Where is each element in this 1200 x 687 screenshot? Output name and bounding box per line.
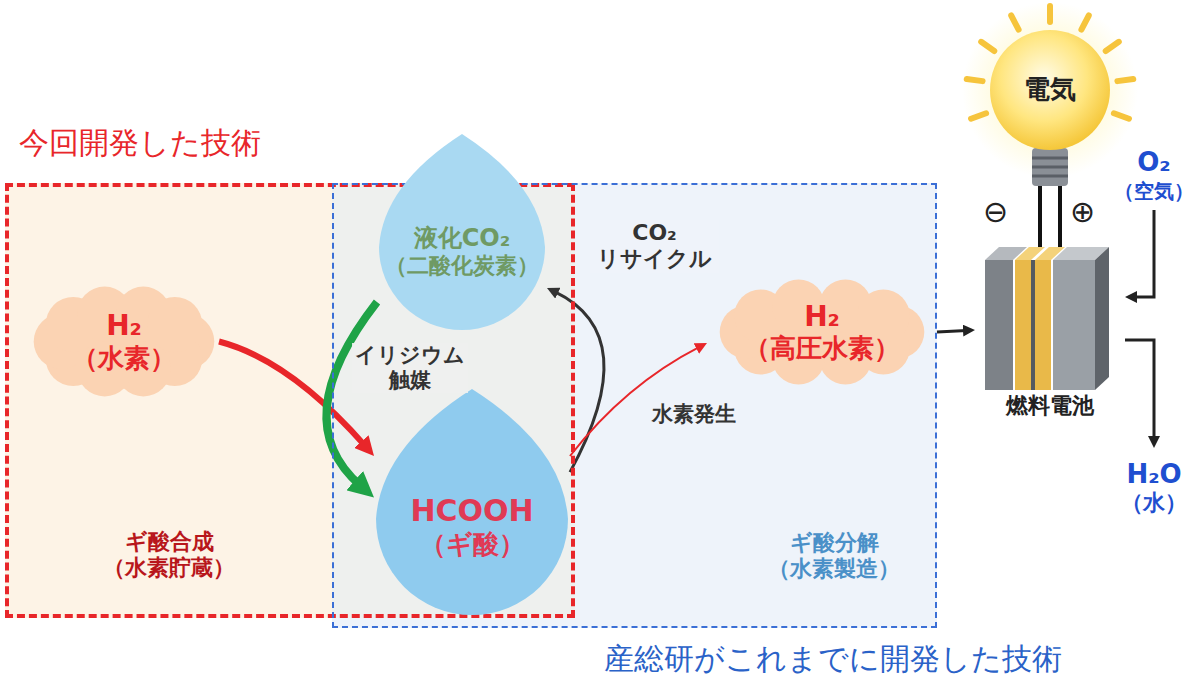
- bulb-ray: [1081, 15, 1088, 29]
- bulb-ray: [1011, 15, 1018, 29]
- bulb-node: 電気: [988, 28, 1112, 152]
- node-text: H₂: [106, 309, 142, 343]
- drop-node: HCOOH（ギ酸）: [374, 387, 570, 617]
- bulb-ray: [981, 42, 994, 51]
- node-text: 電気: [1024, 74, 1076, 105]
- cell-plate: [1015, 260, 1031, 390]
- node-text: HCOOH: [410, 493, 533, 529]
- connector: [326, 302, 377, 486]
- node-text: （水）: [1121, 490, 1187, 516]
- edge-label: イリジウム触媒: [352, 343, 468, 393]
- node-text: 産総研がこれまでに開発した技術: [604, 641, 1062, 677]
- bulb-base: [1032, 148, 1068, 186]
- bulb-glass: [990, 30, 1110, 150]
- region-fill: [332, 183, 937, 628]
- edge-label: 水素発生: [650, 402, 738, 427]
- node-text: O₂: [1137, 147, 1171, 178]
- text-node: O₂（空気）: [1108, 140, 1200, 210]
- cell-plate: [985, 260, 1013, 390]
- terminal-sign: ⊕: [1070, 194, 1095, 230]
- node-text: H₂: [804, 300, 840, 334]
- bulb-ray: [967, 79, 983, 81]
- node-text: （空気）: [1114, 179, 1194, 203]
- cloud-node: H₂（高圧水素）: [707, 277, 937, 387]
- node-text: H₂O: [1126, 459, 1181, 490]
- bulb-ray: [1114, 113, 1129, 118]
- bulb-ray: [971, 113, 986, 118]
- node-text: （ギ酸）: [420, 529, 525, 560]
- node-text: （高圧水素）: [744, 333, 900, 364]
- bulb-ray: [1047, 6, 1053, 22]
- fuel-cell: 燃料電池: [975, 225, 1125, 425]
- cell-plate: [1031, 260, 1035, 390]
- connector: [1040, 186, 1060, 247]
- drop-node: 液化CO₂（二酸化炭素）: [377, 132, 547, 332]
- connector: [1125, 340, 1154, 440]
- drop-outline: [379, 134, 545, 330]
- connector: [1133, 210, 1154, 297]
- text-node: H₂O（水）: [1112, 448, 1196, 528]
- node-text: （水素）: [72, 343, 176, 374]
- connector: [937, 330, 967, 332]
- node-text: 今回開発した技術: [19, 125, 261, 161]
- cell-plate: [1095, 247, 1109, 390]
- region-fill: [5, 183, 575, 618]
- bulb-thread: [1032, 158, 1068, 176]
- cloud-node: H₂（水素）: [29, 284, 219, 399]
- node-text: （二酸化炭素）: [385, 253, 539, 279]
- bulb-ray: [1106, 42, 1119, 51]
- node-text: 燃料電池: [975, 393, 1125, 419]
- node-text: 液化CO₂: [414, 224, 511, 253]
- cell-plate: [1035, 260, 1051, 390]
- terminal-sign: ⊖: [983, 194, 1008, 230]
- edge-label: CO₂ リサイクル: [590, 220, 719, 273]
- bulb-ray: [1117, 79, 1133, 81]
- node-text: ギ酸分解 （水素製造）: [739, 530, 929, 583]
- drop-outline: [376, 389, 568, 615]
- node-text: ギ酸合成 （水素貯蔵）: [69, 529, 269, 582]
- cell-plate: [1053, 260, 1095, 390]
